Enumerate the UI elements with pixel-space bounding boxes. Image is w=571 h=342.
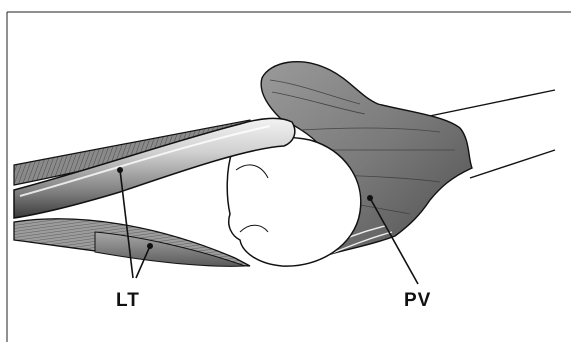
label-lt: LT	[116, 290, 140, 311]
femoral-head	[227, 137, 361, 266]
label-pv: PV	[404, 290, 431, 311]
